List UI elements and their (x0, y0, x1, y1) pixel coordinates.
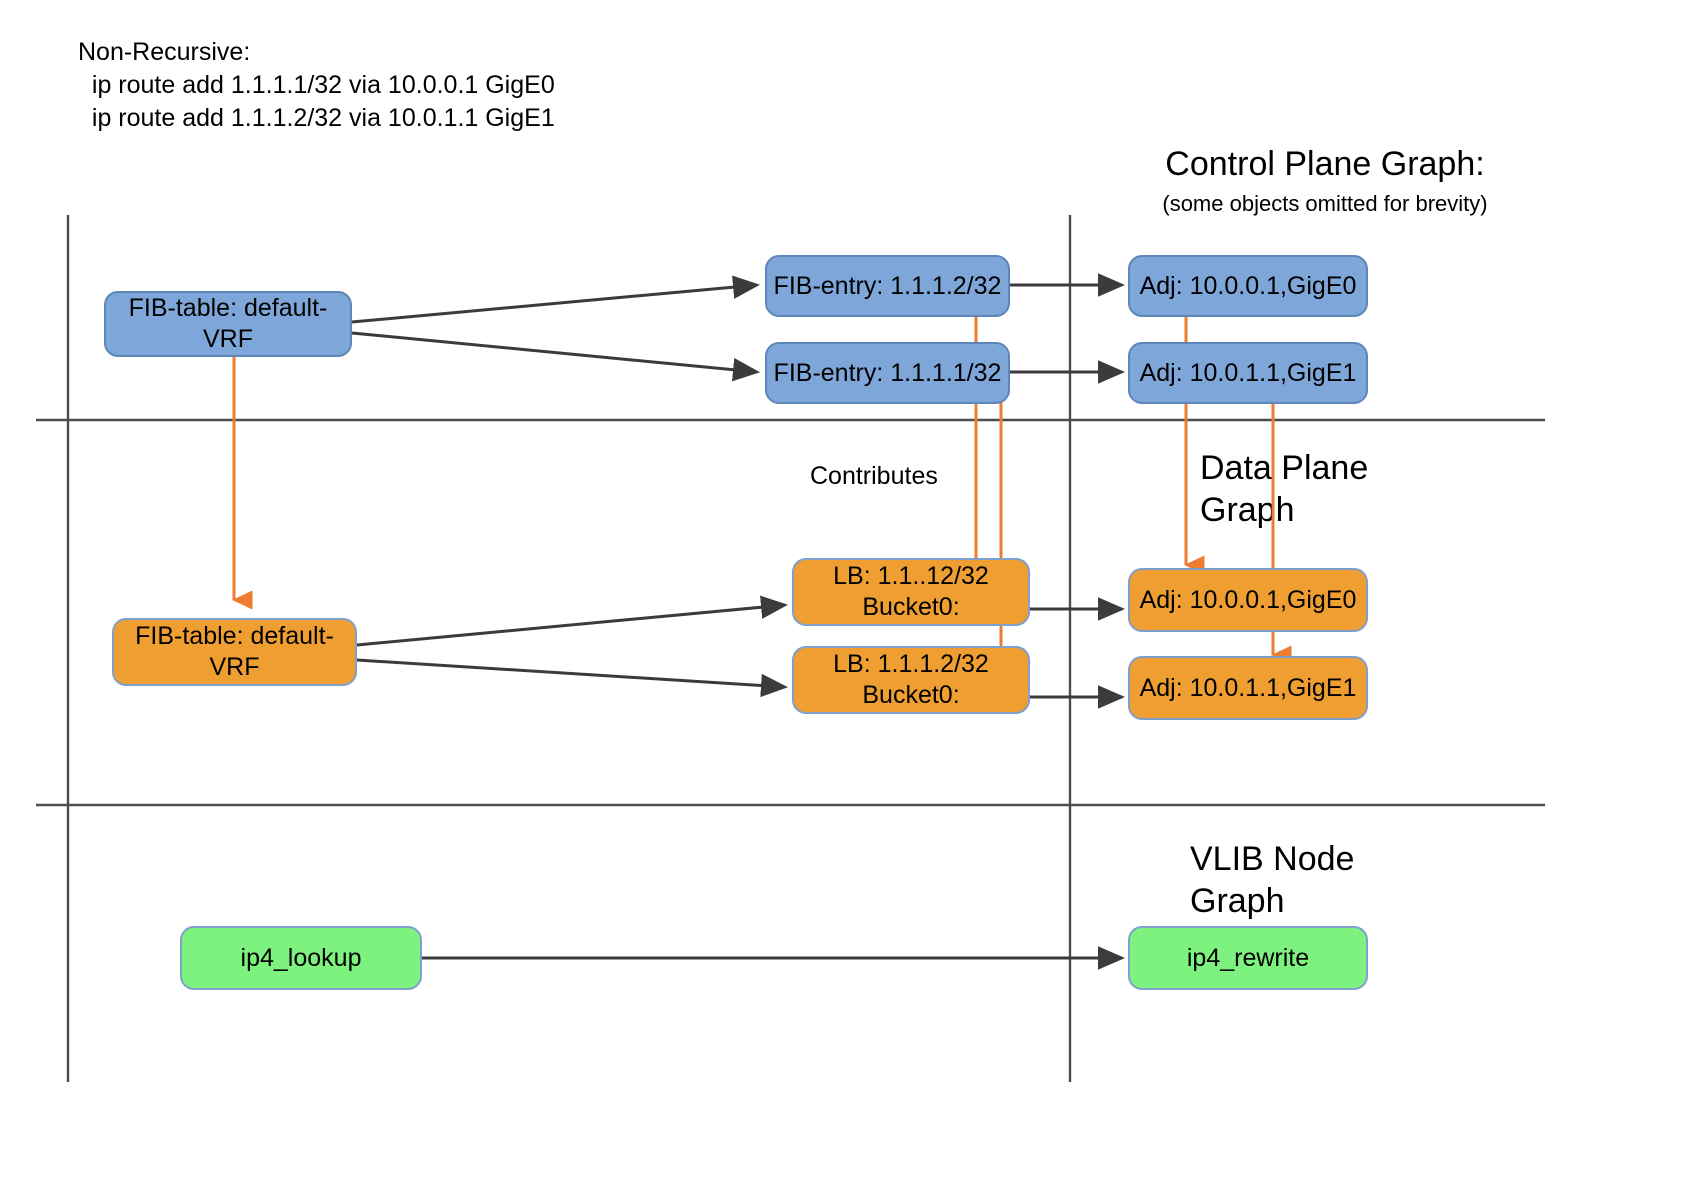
node-label-line1: LB: 1.1.1.2/32 (833, 650, 989, 678)
edge-cp-table-to-entry2 (351, 275, 760, 324)
node-label: Adj: 10.0.0.1,GigE0 (1139, 585, 1357, 614)
contributes-label: Contributes (810, 462, 938, 490)
control-plane-subtitle: (some objects omitted for brevity) (1162, 191, 1488, 216)
node-cp-adj-10-0-1-1[interactable]: Adj: 10.0.1.1,GigE1 (1128, 342, 1368, 404)
edge-cp-table-to-entry1 (351, 331, 760, 382)
control-plane-title: Control Plane Graph: (1165, 145, 1485, 183)
node-cp-adj-10-0-0-1[interactable]: Adj: 10.0.0.1,GigE0 (1128, 255, 1368, 317)
node-label-line2: Bucket0: (862, 593, 960, 621)
node-label: Adj: 10.0.1.1,GigE1 (1139, 673, 1357, 702)
node-cp-fib-entry-1-1-1-1[interactable]: FIB-entry: 1.1.1.1/32 (765, 342, 1010, 404)
node-dp-lb-0[interactable]: LB: 1.1..12/32 Bucket0: (792, 558, 1030, 626)
node-dp-adj-10-0-1-1[interactable]: Adj: 10.0.1.1,GigE1 (1128, 656, 1368, 720)
edge-dp-table-to-lb0 (356, 595, 788, 647)
header-route-line-1: ip route add 1.1.1.1/32 via 10.0.0.1 Gig… (78, 71, 555, 99)
node-label: FIB-table: default-VRF (128, 294, 328, 353)
data-plane-title: Data Plane Graph (1200, 449, 1369, 529)
header-title: Non-Recursive: (78, 38, 251, 66)
node-dp-lb-1[interactable]: LB: 1.1.1.2/32 Bucket0: (792, 646, 1030, 714)
node-label-line2: Bucket0: (862, 681, 960, 709)
header-route-line-2: ip route add 1.1.1.2/32 via 10.0.1.1 Gig… (78, 104, 555, 132)
node-label: FIB-entry: 1.1.1.2/32 (773, 271, 1002, 300)
node-label: FIB-table: default-VRF (135, 622, 334, 681)
node-cp-fib-entry-1-1-1-2[interactable]: FIB-entry: 1.1.1.2/32 (765, 255, 1010, 317)
vlib-title: VLIB Node Graph (1190, 840, 1355, 920)
node-label: Adj: 10.0.1.1,GigE1 (1139, 358, 1357, 387)
node-vlib-ip4-rewrite[interactable]: ip4_rewrite (1128, 926, 1368, 990)
node-label: Adj: 10.0.0.1,GigE0 (1139, 271, 1357, 300)
node-label-line1: LB: 1.1..12/32 (833, 562, 989, 590)
node-vlib-ip4-lookup[interactable]: ip4_lookup (180, 926, 422, 990)
node-label: ip4_lookup (240, 943, 362, 972)
edge-dp-table-to-lb1 (356, 658, 788, 698)
node-cp-fib-table[interactable]: FIB-table: default-VRF (104, 291, 352, 357)
node-label: FIB-entry: 1.1.1.1/32 (773, 358, 1002, 387)
node-dp-adj-10-0-0-1[interactable]: Adj: 10.0.0.1,GigE0 (1128, 568, 1368, 632)
node-label: ip4_rewrite (1186, 943, 1310, 972)
node-dp-fib-table[interactable]: FIB-table: default-VRF (112, 618, 357, 686)
